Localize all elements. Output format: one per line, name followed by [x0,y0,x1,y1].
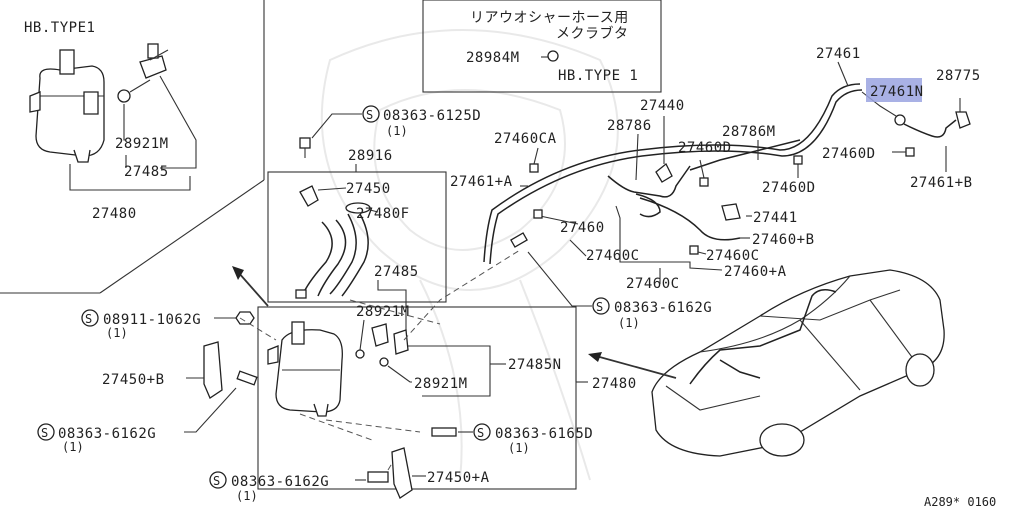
s-mark-icon-5 [473,423,491,441]
inset-rear-washer-clamp: リアウオシャーホース用 メクラブタ 28984M HB.TYPE 1 [466,10,638,84]
qty-1e: (1) [508,441,530,455]
label-27460C-low: 27460C [626,276,680,292]
qty-1a: (1) [386,124,408,138]
s-mark-text-3: S [41,426,48,440]
arrow-to-inset [232,266,269,307]
label-27460D-low: 27460D [762,180,816,196]
brackets: 27450+B 27450+A [102,341,490,499]
hose-network: 27461 27461N 28775 27460D 27461+B 27440 … [450,46,981,292]
jp-note-line2: メクラブタ [556,25,629,42]
label-08363-6165D: 08363-6165D [495,426,593,442]
label-28921M-inset: 28921M [115,136,169,152]
label-27450A: 27450+A [427,470,490,486]
label-28916: 28916 [348,148,393,164]
label-27480-main: 27480 [592,376,637,392]
car-illustration [588,269,945,457]
bolt-icon-3 [510,232,528,248]
washer-pump-front [371,323,389,347]
tank-filler-neck [59,49,75,75]
label-08363-6125D: 08363-6125D [383,108,481,124]
main-tank-group: 27485 28921M 27485N 28921M 27480 [239,249,637,471]
s-mark-icon-3 [37,423,55,441]
washer-pump-rear [393,329,409,355]
diagram-code: A289* 0160 [924,495,996,509]
filler-neck-group: 28916 27450 27480F [295,148,410,299]
inset-title: HB.TYPE1 [24,20,95,36]
label-27485-main: 27485 [374,264,419,280]
label-28786: 28786 [607,118,652,134]
label-08363-6162G-left: 08363-6162G [58,426,156,442]
nozzle-28775-icon [955,111,971,129]
s-mark-text-6: S [213,474,220,488]
label-27440: 27440 [640,98,685,114]
label-08911-1062G: 08911-1062G [103,312,201,328]
label-27460CA: 27460CA [494,131,557,147]
label-27485-inset: 27485 [124,164,169,180]
fasteners: S 08363-6125D (1) S 08911-1062G (1) S 08… [37,105,712,503]
cap-27480F-icon [345,202,371,214]
qty-1f: (1) [236,489,258,503]
washer-tank-inset [35,65,105,157]
s-mark-text-5: S [477,426,484,440]
label-28921M-lower: 28921M [414,376,468,392]
highlight-27461N [866,78,922,102]
bracket-27450-icon [299,185,319,207]
valve-27441-icon [721,203,741,221]
label-08363-6162G-mid: 08363-6162G [614,300,712,316]
label-27441: 27441 [753,210,798,226]
label-27461B: 27461+B [910,175,973,191]
grommet-inset [117,89,131,103]
bolt-icon [299,137,311,149]
bracket-27450A-icon [391,447,413,499]
jp-note-line1: リアウオシャーホース用 [470,10,629,26]
washer-tank-main [275,329,343,413]
bolt-icon-5 [367,471,389,483]
bolt-icon-2 [236,370,258,386]
label-27460C-left: 27460C [586,248,640,264]
label-28786M: 28786M [722,124,776,140]
s-mark-icon-4 [592,297,610,315]
clamp-28984M-icon [547,50,559,62]
qty-1b: (1) [106,326,128,340]
bolt-icon-4 [431,427,457,437]
inset-hb-type1: HB.TYPE1 28921M 27485 27480 [24,20,197,222]
label-27485N: 27485N [508,357,562,373]
s-mark-icon-6 [209,471,227,489]
label-27461A: 27461+A [450,174,513,190]
s-mark-icon [362,105,380,123]
s-mark-icon-2 [81,309,99,327]
label-27460-main: 27460 [560,220,605,236]
label-27480-inset: 27480 [92,206,137,222]
watermark [320,29,619,481]
label-27460D-mid: 27460D [678,140,732,156]
label-27461: 27461 [816,46,861,62]
washer-pump-inset [139,55,167,79]
qty-1d: (1) [618,316,640,330]
qty-1c: (1) [62,440,84,454]
panel-frames [0,0,662,490]
label-28984M: 28984M [466,50,520,66]
label-27480F: 27480F [356,206,410,222]
label-27450B: 27450+B [102,372,165,388]
s-mark-text: S [366,108,373,122]
s-mark-text-2: S [85,312,92,326]
s-mark-text-4: S [596,300,603,314]
clamp-inset-note: HB.TYPE 1 [558,68,638,84]
label-27460B: 27460+B [752,232,815,248]
label-28921M-main: 28921M [356,304,410,320]
nut-icon [235,311,255,325]
connector-27440-icon [655,162,673,183]
label-27460A: 27460+A [724,264,787,280]
bracket-27450B-icon [203,341,223,399]
label-27460C-right: 27460C [706,248,760,264]
label-28775: 28775 [936,68,981,84]
label-27460D-right: 27460D [822,146,876,162]
label-27450: 27450 [346,181,391,197]
label-27461N: 27461N [870,84,924,100]
label-08363-6162G-bottom: 08363-6162G [231,474,329,490]
